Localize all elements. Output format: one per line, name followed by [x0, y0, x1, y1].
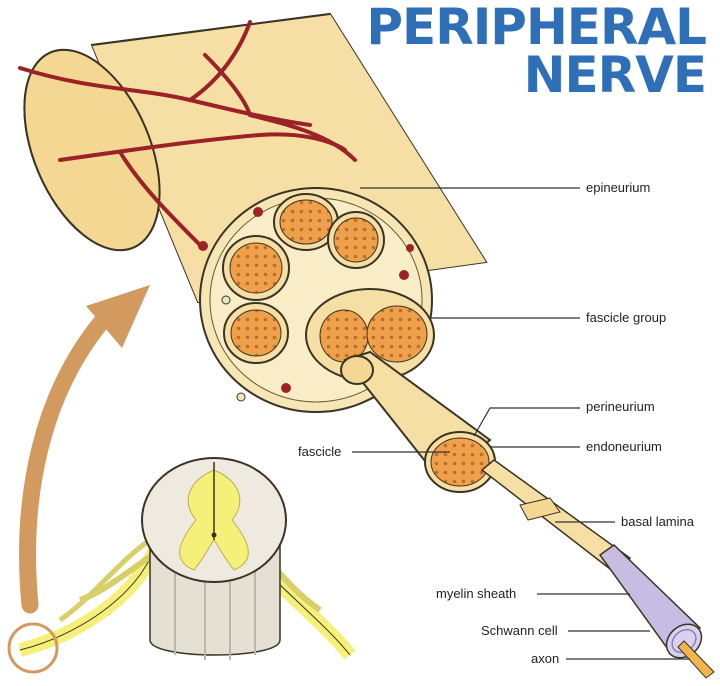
nerve-fiber	[480, 459, 715, 679]
leader-lines	[352, 187, 690, 660]
title-line-1: PERIPHERAL	[366, 0, 707, 56]
label-epineurium: epineurium	[586, 180, 651, 195]
spinal-cord	[18, 457, 356, 660]
label-myelin-sheath: myelin sheath	[436, 586, 517, 601]
label-basal-lamina: basal lamina	[621, 514, 694, 529]
direction-arrow	[19, 285, 150, 614]
label-endoneurium: endoneurium	[586, 439, 662, 454]
fascicle-group	[305, 288, 435, 382]
highlight-circle	[7, 622, 59, 674]
label-axon: axon	[531, 651, 560, 666]
fascicle-left-2	[223, 302, 289, 364]
label-fascicle: fascicle	[298, 444, 342, 459]
fascicle-upper-1	[273, 193, 339, 251]
fascicle-tube	[340, 350, 496, 493]
label-fascicle-group: fascicle group	[586, 310, 667, 325]
label-schwann-cell: Schwann cell	[481, 623, 558, 638]
fascicle-upper-2	[327, 211, 385, 269]
fascicle-left-1	[222, 235, 290, 301]
title-line-2: NERVE	[523, 46, 707, 104]
label-perineurium: perineurium	[586, 399, 655, 414]
blood-vessels	[18, 20, 357, 247]
